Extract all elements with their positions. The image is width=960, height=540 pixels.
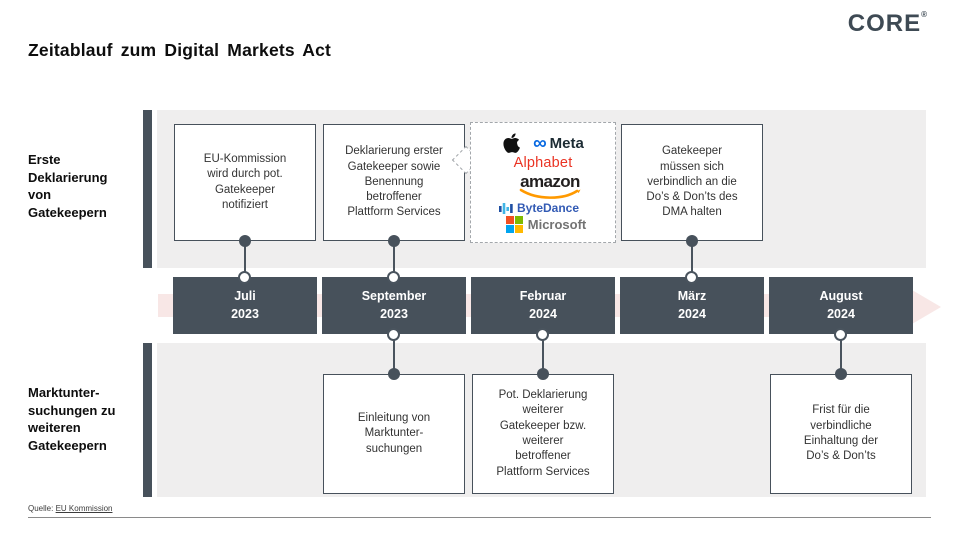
- connector-dot: [388, 368, 400, 380]
- ms-square-red: [505, 216, 514, 224]
- gatekeeper-logos-box: ∞ Meta Alphabet amazon ByteDance: [470, 122, 616, 243]
- connector-ring: [387, 328, 400, 341]
- milestone-year: 2023: [380, 306, 408, 321]
- note-box-deklarierung-erster-gatekeeper: Deklarierung erster Gatekeeper sowie Ben…: [323, 124, 465, 241]
- amazon-smile-icon: [519, 188, 581, 199]
- note-box-frist-einhaltung: Frist für die verbindliche Einhaltung de…: [770, 374, 912, 494]
- connector-line: [393, 334, 395, 374]
- bytedance-logo: ByteDance: [498, 201, 580, 215]
- alphabet-logo-text: Alphabet: [513, 155, 573, 171]
- timeline-milestone-september-2023: September 2023: [322, 277, 466, 334]
- footer-divider: [28, 517, 931, 518]
- connector-ring: [387, 271, 400, 284]
- note-box-marktuntersuchungen: Einleitung von Marktunter- suchungen: [323, 374, 465, 494]
- source-link[interactable]: EU Kommission: [55, 504, 113, 513]
- bottom-section-accent-bar: [143, 343, 152, 497]
- bytedance-bars-icon: [498, 202, 513, 214]
- connector-line: [244, 241, 246, 277]
- timeline-milestone-august-2024: August 2024: [769, 277, 913, 334]
- microsoft-squares-icon: [505, 216, 523, 233]
- connector-dot: [239, 235, 251, 247]
- top-section-accent-bar: [143, 110, 152, 268]
- connector-line: [542, 334, 544, 374]
- amazon-logo-text: amazon: [520, 172, 580, 191]
- meta-logo: ∞ Meta: [533, 134, 584, 153]
- connector-line: [393, 241, 395, 277]
- connector-dot: [686, 235, 698, 247]
- apple-logo-icon: [503, 133, 521, 153]
- milestone-month: August: [819, 289, 863, 303]
- note-box-eu-kommission: EU-Kommission wird durch pot. Gatekeeper…: [174, 124, 316, 241]
- milestone-year: 2023: [231, 306, 259, 321]
- ms-square-green: [514, 216, 523, 224]
- microsoft-logo: Microsoft: [505, 216, 587, 233]
- logo-row-apple-meta: ∞ Meta: [502, 132, 584, 154]
- connector-ring: [685, 271, 698, 284]
- page-title: Zeitablauf zum Digital Markets Act: [28, 40, 332, 60]
- ms-square-blue: [505, 225, 514, 233]
- meta-logo-text: Meta: [549, 134, 584, 152]
- connector-line: [840, 334, 842, 374]
- connector-dot: [388, 235, 400, 247]
- milestone-month: März: [677, 289, 707, 303]
- ms-square-yellow: [514, 225, 523, 233]
- milestone-year: 2024: [529, 306, 557, 321]
- source-label: Quelle:: [28, 504, 54, 513]
- timeline-milestone-maerz-2024: März 2024: [620, 277, 764, 334]
- top-section-label: Erste Deklarierung von Gatekeepern: [28, 152, 108, 220]
- milestone-year: 2024: [678, 306, 706, 321]
- bottom-section-label: Marktunter- suchungen zu weiteren Gateke…: [28, 385, 116, 453]
- note-box-dos-donts-dma: Gatekeeper müssen sich verbindlich an di…: [621, 124, 763, 241]
- microsoft-logo-text: Microsoft: [527, 217, 587, 232]
- timeline-arrowhead-icon: [912, 290, 941, 324]
- connector-line: [691, 241, 693, 277]
- registered-mark: ®: [921, 10, 927, 19]
- connector-ring: [536, 328, 549, 341]
- core-logo-text: CORE: [847, 10, 922, 37]
- timeline-milestone-juli-2023: Juli 2023: [173, 277, 317, 334]
- connector-dot: [835, 368, 847, 380]
- milestone-month: Februar: [519, 289, 567, 303]
- bytedance-logo-text: ByteDance: [516, 201, 580, 215]
- milestone-month: September: [361, 289, 427, 303]
- connector-ring: [238, 271, 251, 284]
- note-box-pot-deklarierung: Pot. Deklarierung weiterer Gatekeeper bz…: [472, 374, 614, 494]
- source-line: Quelle: EU Kommission: [28, 504, 113, 513]
- amazon-logo: amazon: [519, 173, 581, 200]
- connector-dot: [537, 368, 549, 380]
- timeline-milestone-februar-2024: Februar 2024: [471, 277, 615, 334]
- core-logo: CORE®: [848, 10, 927, 38]
- milestone-year: 2024: [827, 306, 855, 321]
- meta-infinity-icon: ∞: [533, 132, 547, 154]
- connector-ring: [834, 328, 847, 341]
- milestone-month: Juli: [234, 289, 256, 303]
